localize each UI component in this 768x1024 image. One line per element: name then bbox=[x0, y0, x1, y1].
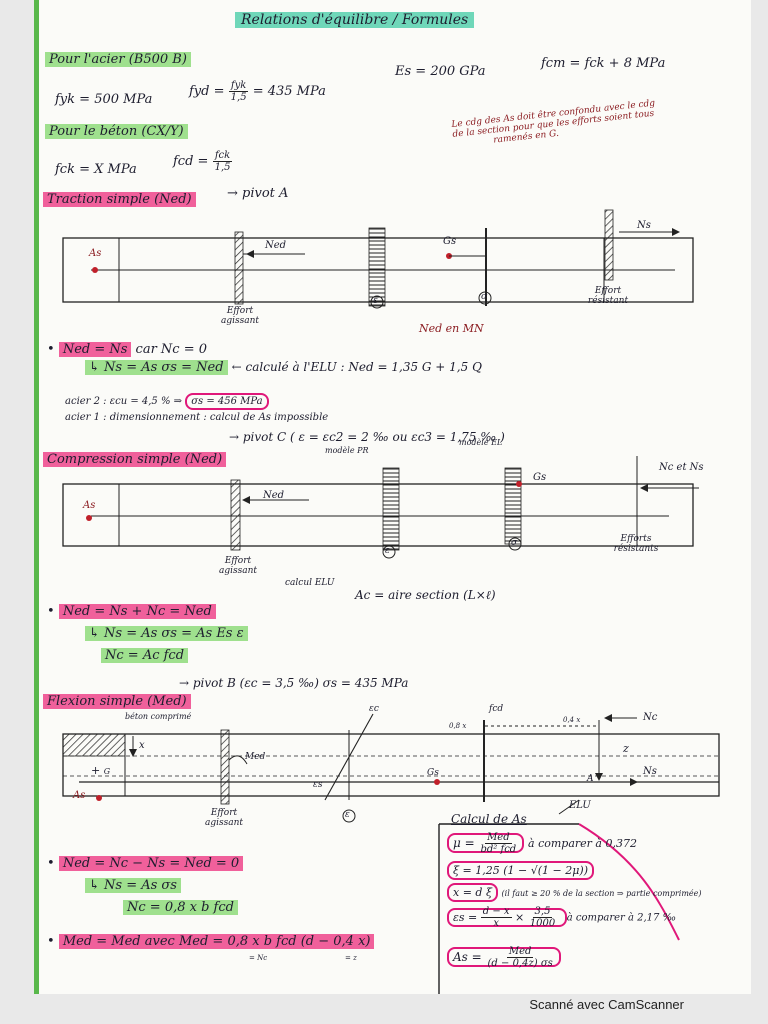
traction-ns-label: Ns bbox=[637, 220, 651, 231]
traction-gs-label: Gs bbox=[443, 236, 457, 247]
compression-beam-diagram bbox=[62, 456, 699, 559]
flexion-beton-comprime: béton comprimé bbox=[125, 712, 192, 721]
fck-formula: fck = X MPa bbox=[55, 162, 137, 177]
compression-eq2: ↳ Ns = As σs = As Es ε bbox=[85, 626, 248, 641]
traction-eq1: • Ned = Ns car Nc = 0 bbox=[47, 342, 208, 357]
page-title: Relations d'équilibre / Formules bbox=[235, 12, 475, 28]
flexion-eq3: Nc = 0,8 x b fcd bbox=[123, 900, 238, 915]
traction-as-label: As bbox=[89, 248, 102, 259]
flexion-effort-agissant: Effort agissant bbox=[204, 808, 244, 828]
flexion-x-label: x bbox=[139, 740, 145, 751]
flexion-es-label: εs bbox=[313, 780, 323, 790]
diagrams-svg bbox=[62, 209, 720, 994]
flexion-fcd-label: fcd bbox=[489, 704, 504, 714]
fcm-formula: fcm = fck + 8 MPa bbox=[541, 56, 666, 71]
flexion-eq4-nc: = Nc bbox=[249, 954, 268, 962]
compression-eps-label: ε bbox=[385, 546, 390, 556]
flexion-z-label: z bbox=[623, 742, 629, 755]
traction-effort-agissant: Effort agissant bbox=[220, 306, 260, 326]
notebook-page: Relations d'équilibre / Formules Pour l'… bbox=[34, 0, 751, 994]
traction-acier1: acier 1 : dimensionnement : calcul de As… bbox=[65, 412, 329, 423]
traction-effort-resistant: Effort résistant bbox=[587, 286, 629, 306]
flexion-eq2: ↳ Ns = As σs bbox=[85, 878, 181, 893]
calcul-as-heading: Calcul de As bbox=[451, 812, 527, 826]
flexion-eq4: • Med = Med avec Med = 0,8 x b fcd (d − … bbox=[47, 934, 375, 949]
fyk-formula: fyk = 500 MPa bbox=[55, 92, 153, 107]
traction-heading: Traction simple (Ned) bbox=[43, 192, 196, 207]
calcul-as-x: x = d ξ (il faut ≥ 20 % de la section ⇒ … bbox=[447, 883, 702, 902]
compression-pivot: → pivot C ( ε = εc2 = 2 ‰ ou εc3 = 1,75 … bbox=[229, 430, 505, 444]
compression-modele-pr: modèle PR bbox=[325, 446, 369, 455]
flexion-ns-label: Ns bbox=[643, 766, 657, 777]
traction-eps-label: ε bbox=[373, 296, 378, 306]
traction-sigma-label: σ bbox=[481, 292, 488, 302]
flexion-g-label: + G bbox=[91, 764, 111, 777]
camscanner-footer: Scanné avec CamScanner bbox=[529, 997, 684, 1012]
flexion-as-label: As bbox=[73, 790, 86, 801]
flexion-eq1: • Ned = Nc − Ns = Ned = 0 bbox=[47, 856, 244, 871]
calcul-as-elu: ELU bbox=[569, 800, 591, 811]
compression-calcul-elu: calcul ELU bbox=[285, 578, 335, 588]
calcul-as-xi: ξ = 1,25 (1 − √(1 − 2μ)) bbox=[447, 861, 594, 880]
flexion-pivot: → pivot B (εc = 3,5 ‰) σs = 435 MPa bbox=[179, 676, 409, 690]
compression-ac: Ac = aire section (L×ℓ) bbox=[355, 588, 496, 602]
traction-acier2: acier 2 : εcu = 4,5 % ⇒ σs = 456 MPa bbox=[65, 393, 269, 410]
traction-ned-label: Ned bbox=[265, 240, 287, 251]
flexion-04x-label: 0,4 x bbox=[563, 716, 581, 724]
compression-heading: Compression simple (Ned) bbox=[43, 452, 227, 467]
flexion-ec-label: εc bbox=[369, 704, 379, 714]
compression-ncns-label: Nc et Ns bbox=[659, 462, 704, 473]
calcul-as-as: As = Med(d − 0,4z) σs bbox=[447, 946, 561, 969]
compression-gs-label: Gs bbox=[533, 472, 547, 483]
traction-beam-diagram bbox=[62, 209, 694, 309]
compression-effort-agissant: Effort agissant bbox=[218, 556, 258, 576]
traction-eq2: ↳ Ns = As σs = Ned ← calculé à l'ELU : N… bbox=[85, 360, 482, 375]
flexion-heading: Flexion simple (Med) bbox=[43, 694, 191, 709]
es-formula: Es = 200 GPa bbox=[395, 64, 486, 79]
flexion-eq4-z: = z bbox=[345, 954, 357, 962]
flexion-nc-label: Nc bbox=[643, 712, 658, 723]
flexion-gs-label: Gs bbox=[427, 768, 439, 778]
traction-pivot: → pivot A bbox=[227, 186, 289, 201]
compression-ned-label: Ned bbox=[263, 490, 285, 501]
compression-sigma-label: σ bbox=[511, 538, 518, 548]
compression-efforts-resistants: Efforts résistants bbox=[613, 534, 659, 554]
flexion-a-label: A bbox=[587, 774, 594, 784]
flexion-med-label: Med bbox=[245, 752, 266, 762]
acier-heading: Pour l'acier (B500 B) bbox=[45, 52, 191, 67]
compression-eq3: Nc = Ac fcd bbox=[101, 648, 189, 663]
flexion-08x-label: 0,8 x bbox=[449, 722, 467, 730]
compression-eq1: • Ned = Ns + Nc = Ned bbox=[47, 604, 216, 619]
flexion-beam-diagram bbox=[62, 713, 720, 823]
beton-heading: Pour le béton (CX/Y) bbox=[45, 124, 188, 139]
compression-as-label: As bbox=[83, 500, 96, 511]
compression-modele-el: modèle EL bbox=[459, 438, 503, 447]
calcul-as-annotations bbox=[438, 799, 680, 994]
traction-ned-unit: Ned en MN bbox=[419, 322, 484, 335]
flexion-eps-label: ε bbox=[345, 810, 350, 820]
